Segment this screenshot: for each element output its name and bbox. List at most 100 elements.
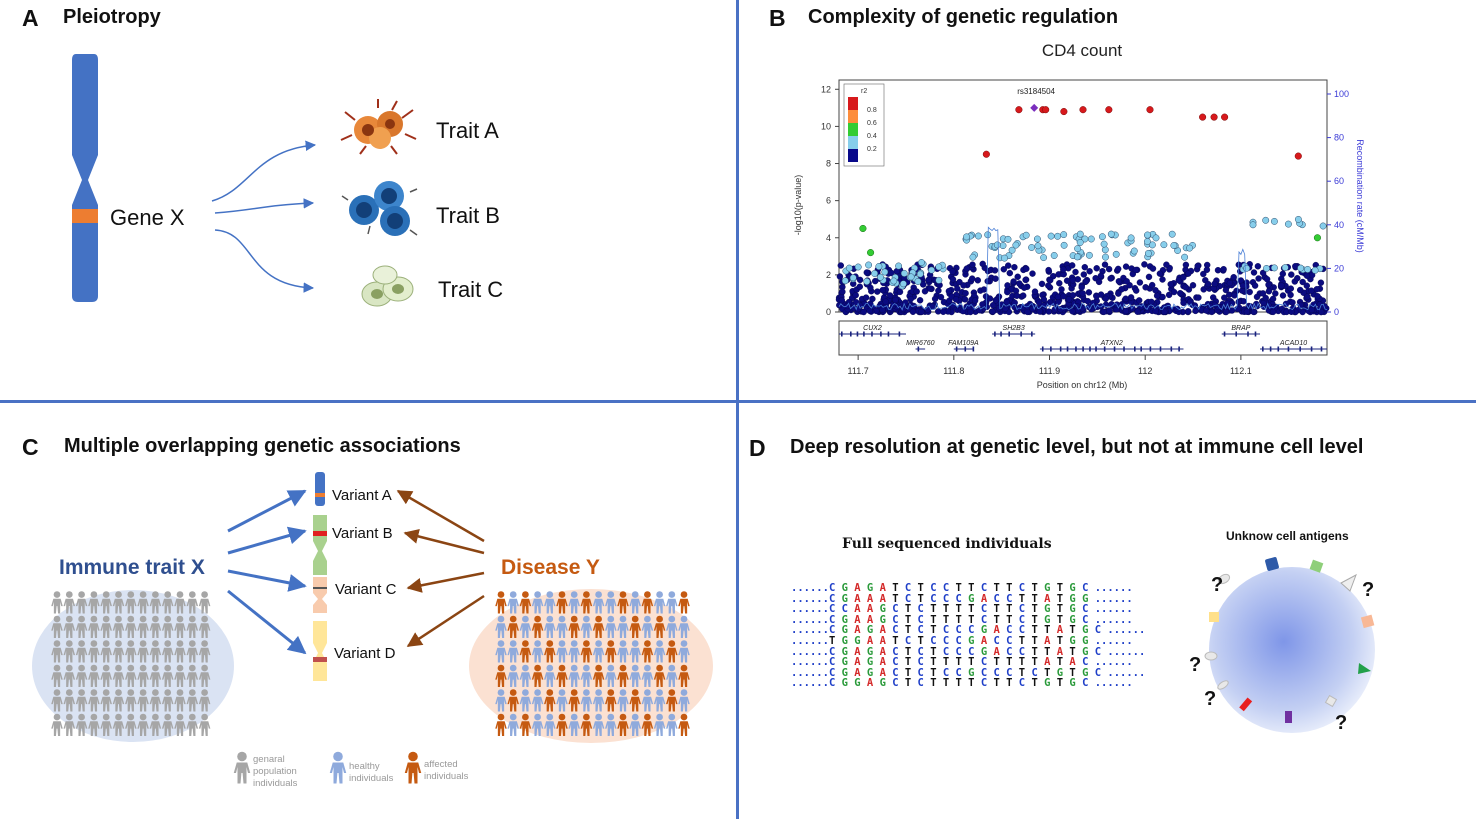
snp-point bbox=[963, 265, 971, 272]
snp-point bbox=[1112, 250, 1120, 258]
y-tick-label: 8 bbox=[826, 159, 831, 169]
immune-cell bbox=[1209, 567, 1375, 733]
snp-point bbox=[1221, 113, 1229, 121]
snp-point bbox=[1222, 286, 1230, 294]
legend-value: 0.8 bbox=[867, 107, 877, 114]
snp-point bbox=[1074, 245, 1082, 253]
snp-point bbox=[1170, 288, 1178, 296]
r2-legend: r20.80.60.40.2 bbox=[843, 83, 885, 167]
snp-point bbox=[860, 308, 867, 316]
gene-exon bbox=[1000, 331, 1002, 337]
snp-point bbox=[993, 241, 1001, 249]
gene-exon bbox=[1095, 346, 1097, 352]
snp-point bbox=[892, 296, 899, 304]
snp-point bbox=[1148, 298, 1155, 306]
legend-value: 0.2 bbox=[867, 146, 877, 153]
snp-point bbox=[1318, 308, 1325, 316]
x-tick-label: 111.9 bbox=[1039, 366, 1060, 376]
snp-point bbox=[1105, 265, 1113, 273]
gene-name: CUX2 bbox=[863, 325, 882, 332]
snp-point bbox=[1101, 261, 1109, 268]
snp-point bbox=[949, 276, 957, 283]
snp-point bbox=[1006, 269, 1013, 277]
snp-point bbox=[1284, 220, 1292, 228]
antigen-purple bbox=[1285, 711, 1292, 723]
snp-point bbox=[935, 276, 943, 284]
y-tick-label: 2 bbox=[826, 270, 831, 280]
snp-point bbox=[1136, 279, 1144, 286]
snp-point bbox=[1192, 307, 1199, 315]
snp-point bbox=[1014, 273, 1021, 280]
snp-point bbox=[1050, 252, 1058, 259]
snp-point bbox=[838, 297, 846, 304]
snp-point bbox=[1079, 106, 1087, 114]
snp-point bbox=[1308, 287, 1315, 294]
snp-point bbox=[1003, 298, 1010, 306]
snp-point bbox=[1060, 241, 1068, 249]
snp-point bbox=[1127, 294, 1135, 301]
snp-point bbox=[1054, 232, 1062, 240]
gene-exon bbox=[1140, 346, 1142, 352]
snp-point bbox=[1160, 241, 1168, 249]
snp-point bbox=[852, 292, 859, 299]
gene-exon bbox=[1254, 331, 1257, 337]
snp-point bbox=[1159, 276, 1166, 283]
snp-point bbox=[1287, 291, 1294, 299]
panel-letter: A bbox=[22, 5, 39, 31]
snp-point bbox=[1078, 284, 1085, 291]
gene-name: BRAP bbox=[1231, 325, 1250, 332]
pleiotropy-diagram bbox=[72, 54, 418, 307]
chromosome-icon bbox=[72, 54, 98, 302]
snp-point bbox=[882, 298, 889, 305]
snp-point bbox=[867, 249, 875, 257]
snp-point bbox=[974, 277, 982, 284]
snp-point bbox=[1016, 280, 1023, 287]
snp-point bbox=[1159, 293, 1166, 301]
snp-point bbox=[881, 268, 889, 276]
snp-point bbox=[1087, 235, 1095, 243]
snp-point bbox=[1144, 249, 1152, 257]
snp-point bbox=[1270, 217, 1278, 225]
snp-point bbox=[1220, 266, 1227, 273]
snp-point bbox=[909, 308, 917, 315]
snp-point bbox=[907, 296, 914, 303]
snp-point bbox=[1122, 295, 1129, 302]
cell-diagram: ? ? ? ? ? bbox=[1189, 557, 1375, 734]
snp-point bbox=[890, 277, 898, 285]
x-tick-label: 112.1 bbox=[1230, 366, 1252, 376]
gene-exon bbox=[972, 346, 975, 352]
gene-exon bbox=[1178, 346, 1180, 352]
snp-point bbox=[874, 288, 881, 295]
snp-point bbox=[866, 307, 873, 314]
snp-point bbox=[1200, 270, 1207, 278]
snp-point bbox=[1146, 106, 1154, 114]
snp-point bbox=[1002, 305, 1009, 312]
snp-point bbox=[935, 263, 943, 271]
y2-tick-label: 80 bbox=[1334, 133, 1344, 143]
snp-point bbox=[1281, 264, 1289, 272]
snp-point bbox=[1253, 293, 1261, 301]
x-tick-label: 111.7 bbox=[848, 366, 869, 376]
snp-point bbox=[1148, 241, 1156, 249]
snp-point bbox=[1294, 152, 1302, 160]
snp-point bbox=[1065, 296, 1073, 303]
gene-exon bbox=[1050, 346, 1052, 352]
snp-point bbox=[1249, 221, 1257, 229]
snp-point bbox=[1235, 298, 1242, 306]
snp-point bbox=[1263, 264, 1270, 272]
snp-point bbox=[1029, 270, 1036, 277]
snp-point bbox=[1265, 288, 1273, 295]
snp-point bbox=[1123, 278, 1130, 285]
snp-point bbox=[969, 261, 976, 268]
legend-value: 0.6 bbox=[867, 120, 877, 127]
sequence-row: ......C G A G A C T C T C C C G A C C T … bbox=[791, 645, 1146, 658]
snp-point bbox=[1060, 108, 1068, 116]
snp-point bbox=[1010, 278, 1017, 285]
snp-point bbox=[1163, 261, 1170, 268]
snp-point bbox=[1054, 293, 1062, 301]
snp-point bbox=[982, 293, 990, 300]
gene-name: ACAD10 bbox=[1279, 340, 1307, 347]
panel-b-regulation: B Complexity of genetic regulation CD4 c… bbox=[739, 0, 1476, 401]
